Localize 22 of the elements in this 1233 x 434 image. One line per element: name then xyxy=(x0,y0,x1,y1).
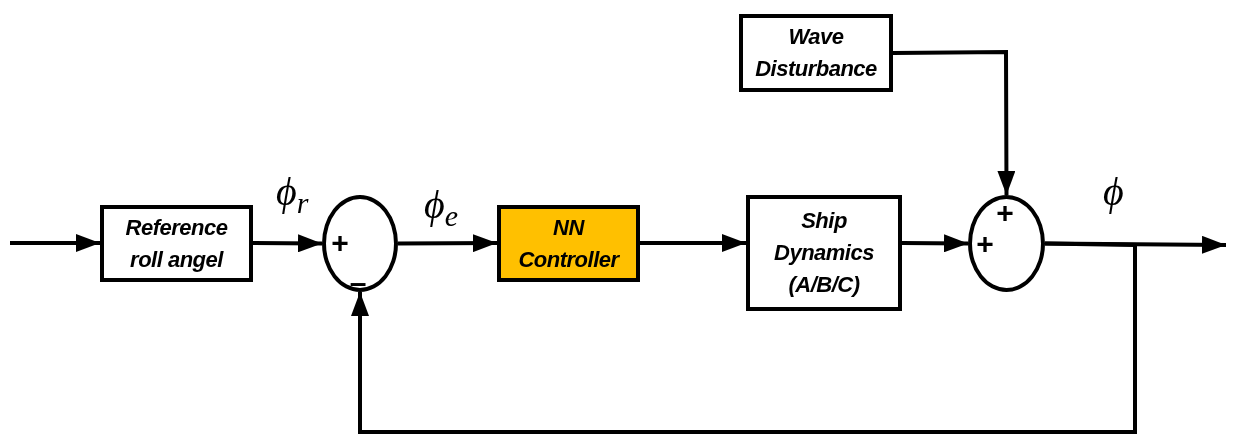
signal-label: ϕ$_{r}$ xyxy=(276,172,309,212)
block-label: Ship Dynamics (A/B/C) xyxy=(773,207,875,299)
sign-label: – xyxy=(349,268,367,298)
arrow xyxy=(398,234,497,253)
block-label: Wave Disturbance xyxy=(754,23,878,83)
process-block xyxy=(100,205,253,282)
sign-label: + xyxy=(976,229,994,259)
block-label: Reference roll angel xyxy=(124,213,229,274)
arrow xyxy=(10,234,100,252)
arrow xyxy=(253,234,322,253)
block-label: NN Controller xyxy=(517,213,621,274)
arrow xyxy=(902,234,968,253)
signal-label: ϕ$_{e}$ xyxy=(424,185,459,225)
arrow xyxy=(640,234,746,252)
process-block xyxy=(746,195,902,311)
sign-label: + xyxy=(331,228,349,258)
process-block xyxy=(739,14,893,92)
controller-block xyxy=(497,205,640,282)
signal-label: ϕ xyxy=(1103,172,1124,212)
arrow xyxy=(892,50,1016,195)
sign-label: + xyxy=(996,198,1014,228)
arrow xyxy=(351,241,1137,434)
